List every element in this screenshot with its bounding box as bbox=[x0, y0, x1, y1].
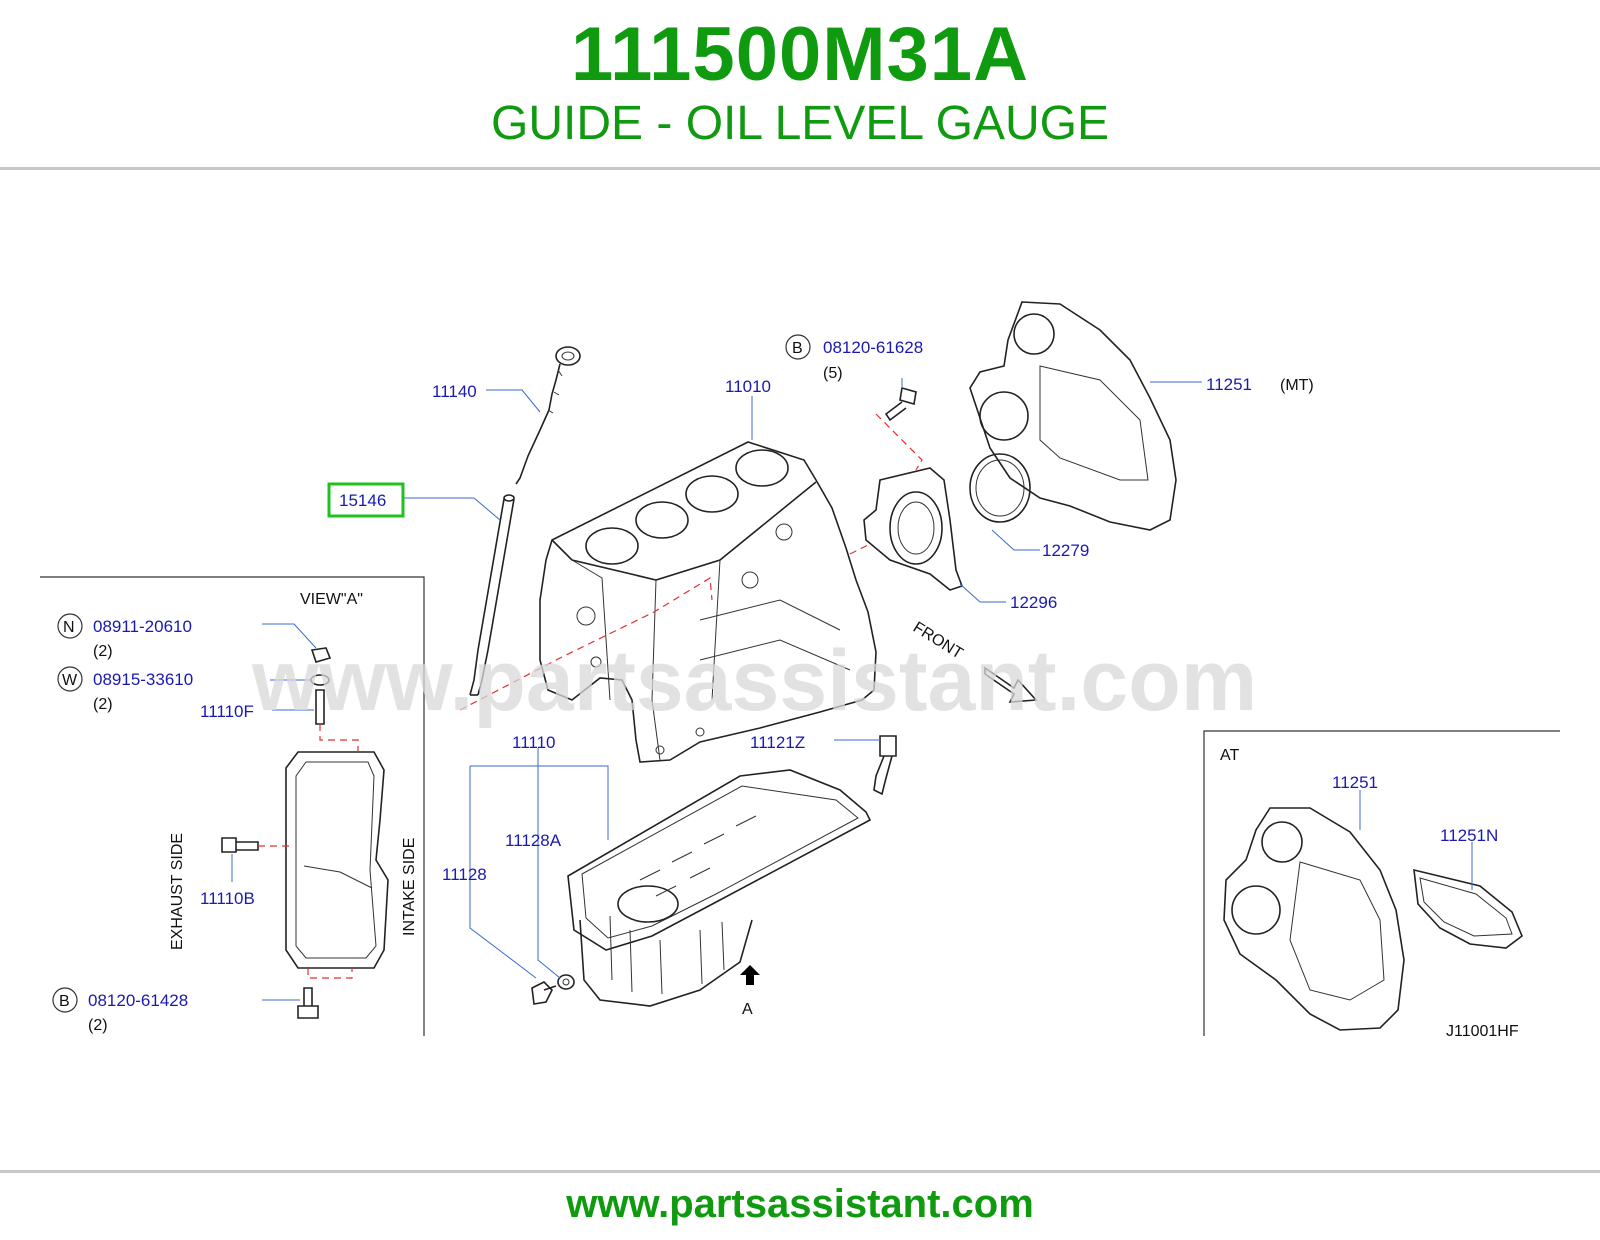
callout-11010[interactable]: 11010 bbox=[725, 377, 771, 396]
seal-retainer-drawing bbox=[863, 467, 964, 591]
leader-12279 bbox=[991, 529, 1040, 551]
callout-08911-20610[interactable]: 08911-20610 bbox=[93, 617, 192, 636]
footer-url[interactable]: www.partsassistant.com bbox=[566, 1182, 1034, 1226]
callout-12279[interactable]: 12279 bbox=[1042, 541, 1089, 560]
marker-b-bottom: B bbox=[59, 993, 70, 1010]
callout-11128A[interactable]: 11128A bbox=[505, 831, 562, 850]
assembly-line-view-a-stud bbox=[319, 724, 359, 752]
exhaust-side-label: EXHAUST SIDE bbox=[169, 833, 186, 950]
marker-b-top: B bbox=[792, 340, 803, 357]
part-number-title: 111500M31A bbox=[571, 12, 1029, 97]
oil-level-gauge-drawing bbox=[515, 346, 581, 485]
oil-gauge-guide-drawing bbox=[469, 494, 515, 696]
highlight-box-15146 bbox=[327, 482, 405, 518]
view-a-arrow-label: A bbox=[742, 1001, 753, 1018]
callout-11128[interactable]: 11128 bbox=[442, 865, 487, 884]
assembly-line-gauge-tube bbox=[459, 576, 713, 711]
assembly-line-retainer-block bbox=[849, 543, 871, 555]
callout-08120-61428[interactable]: 08120-61428 bbox=[88, 991, 188, 1010]
drain-washer-drawing bbox=[557, 974, 575, 990]
rear-plate-mt-drawing bbox=[969, 301, 1177, 531]
marker-b-circle bbox=[785, 334, 811, 360]
marker-b-bottom-circle bbox=[52, 987, 78, 1013]
cylinder-block-drawing bbox=[539, 441, 877, 763]
header-divider bbox=[0, 167, 1600, 170]
callout-11251-mt-note: (MT) bbox=[1280, 377, 1314, 394]
watermark: www.partsassistant.com bbox=[251, 633, 1257, 729]
nut-08911-20610-drawing bbox=[310, 647, 332, 663]
marker-w: W bbox=[62, 672, 78, 689]
callout-08120-61428-qty: (2) bbox=[88, 1017, 108, 1034]
oil-level-sensor-drawing bbox=[873, 735, 897, 796]
bolt-11110B-drawing bbox=[221, 837, 259, 853]
front-arrow bbox=[984, 666, 1038, 703]
bolt-08120-61428-drawing bbox=[297, 987, 319, 1019]
leader-15146 bbox=[402, 497, 501, 521]
leader-11110 bbox=[469, 748, 609, 979]
page-header: 111500M31A GUIDE - OIL LEVEL GAUGE bbox=[0, 0, 1600, 170]
callout-12296[interactable]: 12296 bbox=[1010, 593, 1057, 612]
callout-15146[interactable]: 15146 bbox=[339, 491, 386, 510]
rear-cover-11251N-drawing bbox=[1413, 868, 1523, 949]
assembly-line-bolt-block bbox=[875, 413, 923, 471]
leader-08911-20610 bbox=[262, 623, 317, 649]
callout-11110[interactable]: 11110 bbox=[512, 733, 556, 752]
view-a-label: VIEW"A" bbox=[300, 591, 363, 608]
marker-w-circle bbox=[57, 666, 83, 692]
callout-08120-61628[interactable]: 08120-61628 bbox=[823, 338, 923, 357]
parts-diagram: VIEW"A" AT J11001HF bbox=[40, 301, 1560, 1040]
callout-11251-at[interactable]: 11251 bbox=[1332, 773, 1378, 792]
view-a-arrow bbox=[740, 965, 760, 985]
bolt-08120-61628-drawing bbox=[884, 386, 917, 422]
leader-12296 bbox=[959, 583, 1006, 603]
drain-plug-drawing bbox=[531, 981, 557, 1005]
callout-08120-61628-qty: (5) bbox=[823, 365, 843, 382]
rear-plate-at-drawing bbox=[1223, 807, 1405, 1031]
intake-side-label: INTAKE SIDE bbox=[401, 838, 418, 936]
callout-11110B[interactable]: 11110B bbox=[200, 889, 255, 908]
oil-pan-drawing bbox=[567, 769, 872, 1007]
callout-08911-20610-qty: (2) bbox=[93, 643, 113, 660]
callout-11121Z[interactable]: 11121Z bbox=[750, 733, 805, 752]
marker-n: N bbox=[63, 619, 75, 636]
stud-11110F-drawing bbox=[315, 689, 325, 725]
assembly-line-view-a-bottom bbox=[307, 968, 353, 979]
at-frame bbox=[1203, 730, 1560, 1036]
part-name-subtitle: GUIDE - OIL LEVEL GAUGE bbox=[491, 97, 1109, 150]
at-label: AT bbox=[1220, 747, 1239, 764]
callout-11251N[interactable]: 11251N bbox=[1440, 826, 1498, 845]
callout-08915-33610[interactable]: 08915-33610 bbox=[93, 670, 193, 689]
callout-11110F[interactable]: 11110F bbox=[200, 702, 254, 721]
washer-08915-33610-drawing bbox=[310, 674, 330, 686]
marker-n-circle bbox=[57, 613, 83, 639]
callout-11140[interactable]: 11140 bbox=[432, 382, 477, 401]
callout-11251-mt[interactable]: 11251 bbox=[1206, 375, 1252, 394]
view-a-frame bbox=[40, 576, 425, 1036]
oil-pan-bottom-view-drawing bbox=[285, 751, 389, 969]
callout-08915-33610-qty: (2) bbox=[93, 696, 113, 713]
diagram-code: J11001HF bbox=[1446, 1023, 1519, 1040]
footer-divider bbox=[0, 1170, 1600, 1173]
leader-11140 bbox=[486, 389, 541, 413]
